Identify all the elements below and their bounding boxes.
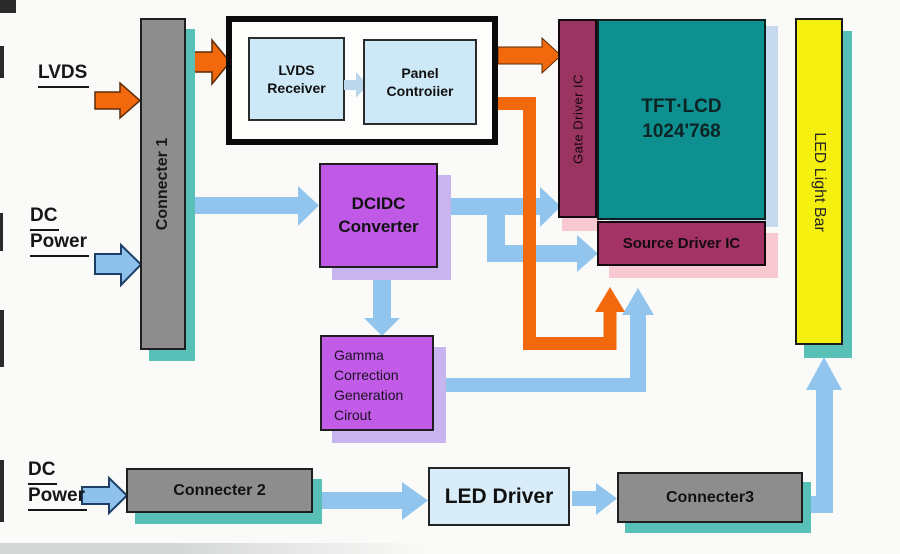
gate-driver-label: Gate Driver IC xyxy=(570,73,585,164)
tft-lcd-block: TFT·LCD 1024'768 xyxy=(597,19,766,220)
connecter3-block: Connecter3 xyxy=(617,472,803,523)
controlbox-sourcedriver-arrowhead xyxy=(595,287,625,312)
gamma-label-line1: Gamma xyxy=(334,347,384,363)
gamma-circuit-block: Gamma Correction Generation Cirout xyxy=(320,335,434,431)
dcdc-gatedriver-arrow xyxy=(440,187,561,227)
screen-edge-artifact xyxy=(0,213,3,251)
lvds-receiver-block: LVDS Receiver xyxy=(248,37,345,121)
panel-controller-block: Panel Controiier xyxy=(363,39,477,125)
connecter1-controlbox-arrow xyxy=(193,37,231,87)
panel-controller-label-line2: Controiier xyxy=(386,83,454,99)
screen-edge-artifact xyxy=(0,0,16,13)
gamma-sourcedriver-path xyxy=(437,288,654,392)
screen-edge-artifact xyxy=(0,460,4,522)
dcdc-converter-block: DCIDC Converter xyxy=(319,163,438,268)
tft-label-line2: 1024'768 xyxy=(642,120,721,142)
gate-driver-ic-block: Gate Driver IC xyxy=(558,19,597,218)
led-bar-label: LED Light Bar xyxy=(811,131,828,232)
receiver-controller-arrow xyxy=(344,72,368,98)
lvds-label: LVDS xyxy=(38,62,90,88)
connecter1-label: Connecter 1 xyxy=(154,137,171,231)
connecter2-block: Connecter 2 xyxy=(126,468,313,513)
led-driver-block: LED Driver xyxy=(428,467,570,526)
led-driver-label: LED Driver xyxy=(444,484,554,508)
dc-power-input-arrow xyxy=(94,242,143,288)
dcdc-label-line1: DCIDC xyxy=(351,194,406,214)
source-driver-label: Source Driver IC xyxy=(622,235,741,252)
panel-controller-label-line1: Panel xyxy=(401,64,439,81)
connecter1-block: Connecter 1 xyxy=(140,18,186,350)
dc-power2-input-arrow xyxy=(81,475,129,516)
gamma-label-line4: Cirout xyxy=(334,406,372,423)
bottom-edge-band xyxy=(0,543,430,554)
dc-power-bottom-label: DC Power xyxy=(28,459,88,511)
lvds-receiver-label-line2: Receiver xyxy=(267,80,326,96)
leddriver-connecter3-arrow xyxy=(572,483,617,515)
screen-edge-artifact xyxy=(0,310,4,367)
dcdc-label-line2: Converter xyxy=(338,216,419,236)
connecter2-leddriver-arrow xyxy=(313,482,428,520)
screen-edge-artifact xyxy=(0,46,4,78)
lvds-receiver-label-line1: LVDS xyxy=(278,61,315,78)
connecter2-label: Connecter 2 xyxy=(173,481,266,499)
connecter3-label: Connecter3 xyxy=(665,488,755,506)
led-light-bar-block: LED Light Bar xyxy=(795,18,843,345)
dc-power-top-label: DC Power xyxy=(30,205,90,257)
controlbox-gatedriver-arrow xyxy=(497,36,562,75)
source-driver-ic-block: Source Driver IC xyxy=(597,221,766,266)
lvds-input-arrow xyxy=(94,81,142,120)
connecter3-ledbar-path xyxy=(803,357,842,513)
gamma-label-line2: Correction xyxy=(334,366,399,383)
dcdc-sourcedriver-arrow xyxy=(487,215,598,272)
connecter1-dcdc-arrow xyxy=(188,186,319,226)
dcdc-gamma-arrow xyxy=(364,268,400,336)
control-box: LVDS Receiver Panel Controiier xyxy=(226,16,498,145)
gamma-label-line3: Generation xyxy=(334,386,404,403)
tft-label-line1: TFT·LCD xyxy=(641,95,722,117)
